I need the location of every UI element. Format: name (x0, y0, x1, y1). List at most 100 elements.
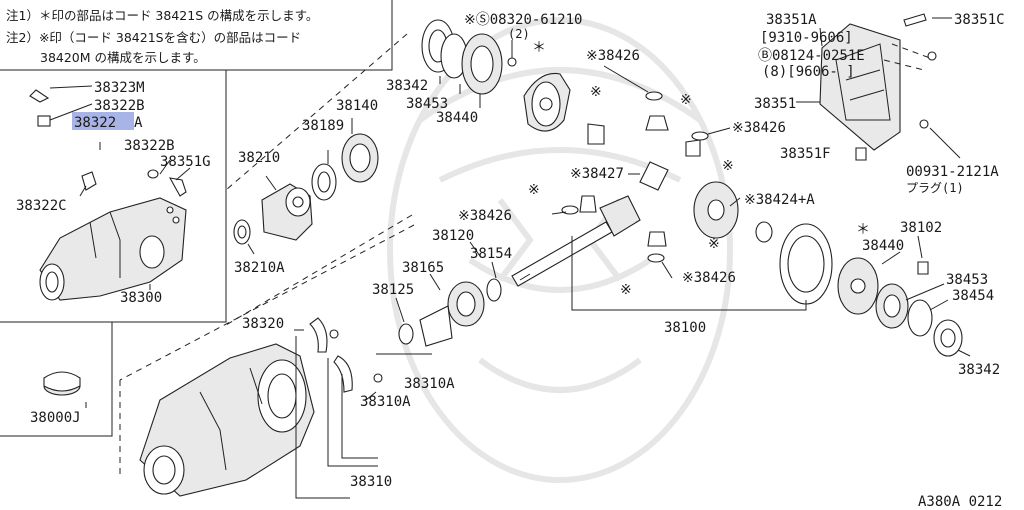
stud-38351C (903, 13, 927, 27)
highlight-38322A (72, 112, 134, 130)
label-38300[interactable]: 38300 (120, 290, 162, 306)
fitting-38351G (168, 177, 187, 197)
side-gear-low (647, 231, 667, 247)
label-38351A-date: [9310-9606] (760, 30, 853, 46)
label-38440-right[interactable]: 38440 (862, 238, 904, 254)
label-38323M[interactable]: 38323M (94, 80, 145, 96)
label-38322B-top[interactable]: 38322B (94, 98, 145, 114)
notes-box: 注1）＊印の部品はコード 38421S の構成を示します。 注2）※印（コード … (0, 0, 393, 71)
star-top: ＊ (532, 40, 546, 56)
bolt-38310A-b (373, 373, 383, 383)
label-38322A-suffix[interactable]: A (134, 115, 143, 131)
pinion-gear (587, 123, 605, 145)
spacer-38154 (486, 278, 502, 302)
label-38310[interactable]: 38310 (350, 474, 392, 490)
mark-4: ※ (528, 182, 540, 198)
washer-38426-mid (691, 131, 709, 141)
mark-3: ※ (722, 158, 734, 174)
label-38125[interactable]: 38125 (372, 282, 414, 298)
label-38342-left[interactable]: 38342 (386, 78, 428, 94)
washer-38426-top (645, 91, 663, 101)
label-38426-gear[interactable]: ※38426 (458, 208, 512, 224)
washer-38125 (398, 323, 414, 345)
label-38426-low[interactable]: ※38426 (682, 270, 736, 286)
label-08124-0251E[interactable]: Ⓑ08124-0251E (758, 48, 865, 64)
bolt-08124 (927, 51, 937, 61)
watermark-emblem (387, 17, 733, 483)
breather-38351F (855, 147, 867, 161)
label-38154[interactable]: 38154 (470, 246, 512, 262)
label-38322C[interactable]: 38322C (16, 198, 67, 214)
seal-bearing-38189-38140 (311, 133, 379, 201)
clip-38322B (37, 115, 51, 127)
label-38322-highlighted[interactable]: 38322 (74, 115, 116, 131)
label-38140[interactable]: 38140 (336, 98, 378, 114)
label-38120[interactable]: 38120 (432, 228, 474, 244)
clip-38322B-mid (147, 169, 159, 179)
label-38210[interactable]: 38210 (238, 150, 280, 166)
label-38310A-a[interactable]: 38310A (404, 376, 455, 392)
side-gear-top (645, 115, 669, 131)
part-labels: 38323M 38322B 38322 A 38322B 38351G 3832… (16, 12, 1005, 510)
label-38351C[interactable]: 38351C (954, 12, 1005, 28)
label-38351F[interactable]: 38351F (780, 146, 831, 162)
drive-pinion-38120 (511, 195, 641, 287)
bearing-stack-left (421, 19, 517, 95)
label-00931-plug: プラグ(1) (906, 181, 964, 195)
label-38320[interactable]: 38320 (242, 316, 284, 332)
dashed-leaders (119, 33, 415, 476)
label-38351G[interactable]: 38351G (160, 154, 211, 170)
leader-lines (49, 17, 971, 499)
label-38100[interactable]: 38100 (664, 320, 706, 336)
bolt-38322C (81, 171, 97, 191)
label-38426-top[interactable]: ※38426 (586, 48, 640, 64)
mark-5: ※ (708, 236, 720, 252)
label-38453-left[interactable]: 38453 (406, 96, 448, 112)
label-38454[interactable]: 38454 (952, 288, 994, 304)
label-38424A[interactable]: ※38424+A (744, 192, 815, 208)
bracket-38310A (333, 355, 353, 393)
note-marks: ※ ※ ※ ※ ※ ※ (528, 84, 734, 298)
shim-38454 (907, 299, 933, 337)
label-38426-mid[interactable]: ※38426 (732, 120, 786, 136)
washer-38426-left (561, 205, 579, 215)
label-38322B-mid[interactable]: 38322B (124, 138, 175, 154)
label-08320-61210[interactable]: ※Ⓢ08320-61210 (464, 12, 582, 28)
rear-cover-38351 (819, 13, 937, 161)
collar-38125 (419, 305, 453, 347)
carrier-38300 (39, 197, 187, 301)
label-00931-2121A[interactable]: 00931-2121A (906, 164, 999, 180)
bolt-38102 (917, 261, 929, 275)
washer-38424A (755, 221, 773, 243)
ring-gear-assembly (779, 223, 963, 357)
label-38351[interactable]: 38351 (754, 96, 796, 112)
label-38427[interactable]: ※38427 (570, 166, 624, 182)
side-gear-mid (685, 139, 701, 157)
side-gear-left (579, 195, 597, 213)
mark-2: ※ (680, 92, 692, 108)
note-line-1: 注1）＊印の部品はコード 38421S の構成を示します。 (6, 8, 318, 23)
diagram-code: A380A 0212 (918, 494, 1002, 510)
pinion-shaft-38427 (639, 161, 669, 191)
label-38102[interactable]: 38102 (900, 220, 942, 236)
bracket-38320 (309, 317, 328, 353)
flange-38210 (233, 183, 313, 245)
label-38440-left[interactable]: 38440 (436, 110, 478, 126)
carrier-housing-38310 (139, 317, 383, 497)
cap-38000J (43, 371, 81, 396)
label-38210A[interactable]: 38210A (234, 260, 285, 276)
label-38310A-b[interactable]: 38310A (360, 394, 411, 410)
label-38189[interactable]: 38189 (302, 118, 344, 134)
label-08124-qty: (8)[9606- ] (762, 64, 855, 80)
label-38165[interactable]: 38165 (402, 260, 444, 276)
label-38453-right[interactable]: 38453 (946, 272, 988, 288)
label-38342-right[interactable]: 38342 (958, 362, 1000, 378)
inset-frame (0, 70, 227, 437)
plug-00931 (919, 119, 929, 129)
label-38351A[interactable]: 38351A (766, 12, 817, 28)
note-line-3: 38420M の構成を示します。 (40, 50, 206, 65)
hose-assembly (29, 89, 187, 197)
label-38000J[interactable]: 38000J (30, 410, 81, 426)
